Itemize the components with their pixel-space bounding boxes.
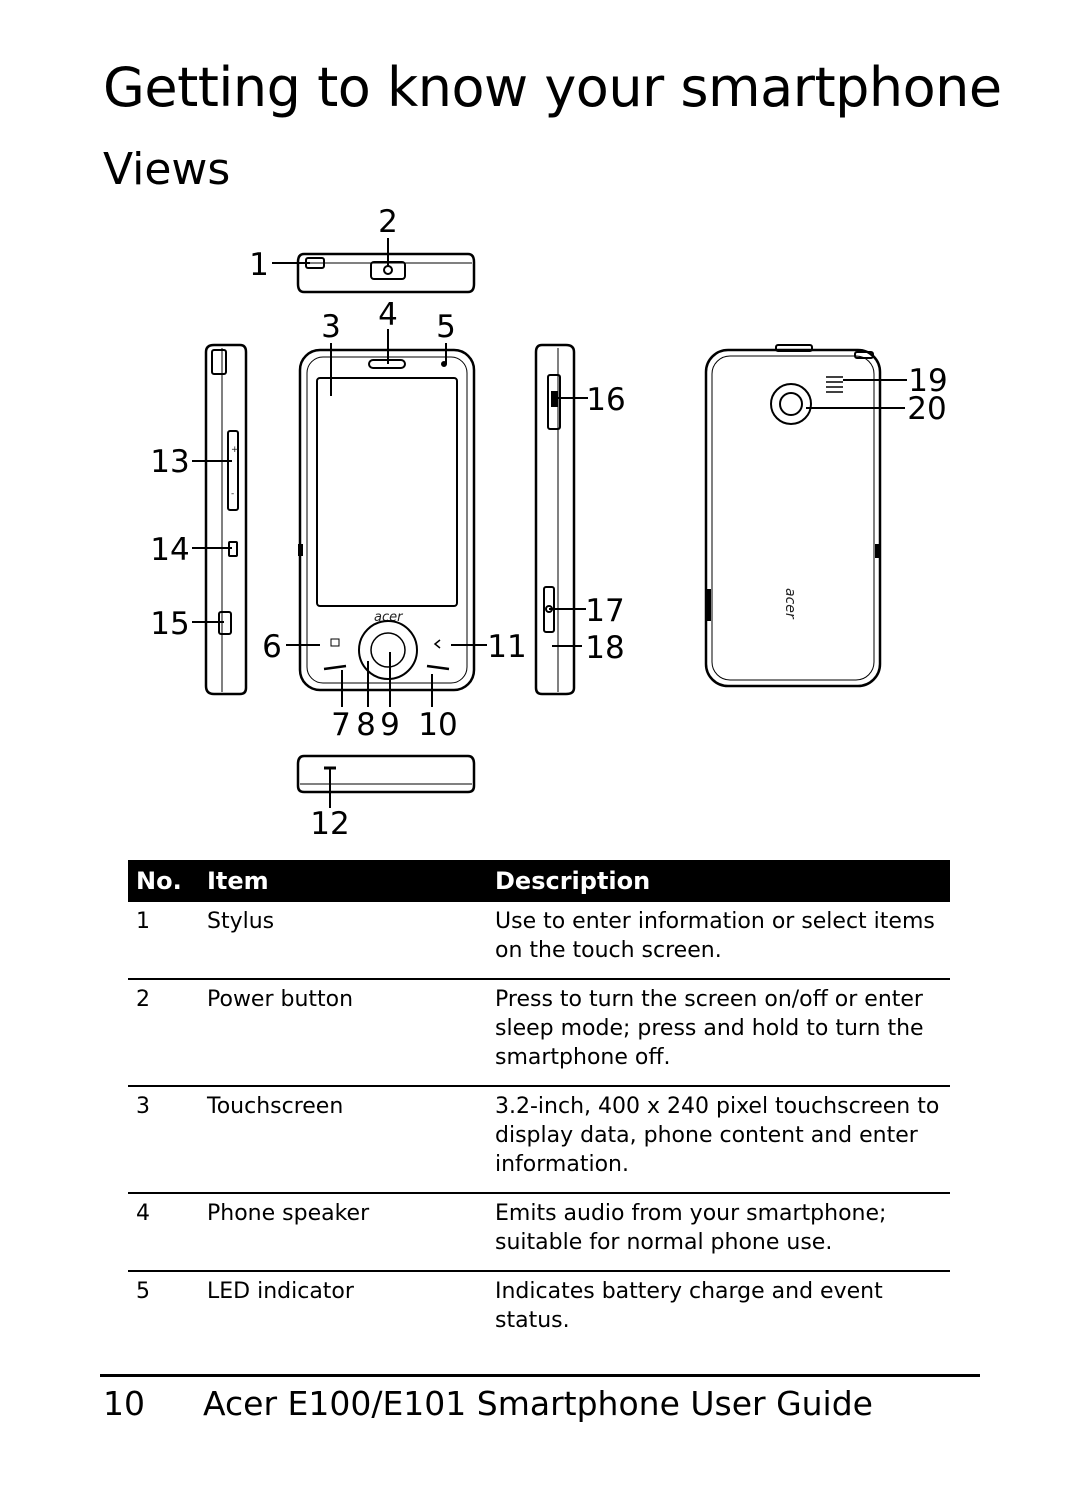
touchscreen [316,377,458,607]
callout-5: 5 [436,309,456,345]
row-description: Use to enter information or select items… [495,902,950,980]
header-no: No. [128,860,199,902]
navigation-ring [358,620,418,680]
callout-10: 10 [418,707,457,743]
callout-11: 11 [487,629,526,665]
callout-4: 4 [378,297,398,333]
table-row: 2 Power button Press to turn the screen … [128,979,950,1087]
callout-19: 19 [908,363,947,399]
phone-back-view: acer [704,344,882,688]
section-heading-views: Views [103,144,231,195]
callout-14: 14 [150,532,189,568]
page-title: Getting to know your smartphone [103,56,1002,119]
phone-left-side-view: + - [204,343,303,696]
phone-front-view: acer [298,348,476,692]
row-number: 1 [128,902,199,980]
callout-1: 1 [249,247,269,283]
acer-logo-back: acer [782,588,798,620]
camera-lens [770,383,812,425]
callout-13: 13 [150,444,189,480]
callout-8: 8 [356,707,376,743]
callout-12: 12 [310,806,349,842]
row-number: 2 [128,979,199,1087]
callout-2: 2 [378,204,398,240]
phone-bottom-view [296,754,476,794]
item-description-table: No. Item Description 1 Stylus Use to ent… [128,860,950,1348]
callout-leader-lines [192,238,907,808]
svg-text:-: - [231,489,234,499]
callout-9: 9 [380,707,400,743]
rear-speaker-grille [826,376,843,393]
table-row: 3 Touchscreen 3.2-inch, 400 x 240 pixel … [128,1086,950,1194]
row-number: 5 [136,1279,150,1304]
callout-7: 7 [331,707,351,743]
header-description: Description [495,860,950,902]
callout-18: 18 [585,630,624,666]
row-item: LED indicator [207,1279,354,1304]
header-item: Item [199,860,495,902]
footer-rule [100,1374,980,1377]
table-row: 4 Phone speaker Emits audio from your sm… [128,1193,950,1272]
row-description: 3.2-inch, 400 x 240 pixel touchscreen to… [495,1086,950,1194]
callout-6: 6 [262,629,282,665]
row-description: Emits audio from your smartphone; suitab… [495,1193,950,1272]
guide-title: Acer E100/E101 Smartphone User Guide [203,1384,873,1423]
table-row: 5 LED indicator Indicates battery charge… [128,1271,950,1348]
callout-17: 17 [585,593,624,629]
callout-16: 16 [586,382,625,418]
page-number: 10 [103,1384,145,1423]
phone-top-view [296,252,476,294]
row-item: Touchscreen [199,1086,495,1194]
callout-20: 20 [907,391,946,427]
callout-3: 3 [321,309,341,345]
row-number: 3 [128,1086,199,1194]
smartphone-views-figure: + - acer [0,200,1080,850]
svg-text:+: + [231,445,239,455]
table-header-row: No. Item Description [128,860,950,902]
row-item: Phone speaker [199,1193,495,1272]
row-description: Press to turn the screen on/off or enter… [495,979,950,1087]
callout-15: 15 [150,606,189,642]
row-item: Power button [199,979,495,1087]
table-row: 1 Stylus Use to enter information or sel… [128,902,950,980]
row-number: 4 [128,1193,199,1272]
page-footer: 10 Acer E100/E101 Smartphone User Guide [103,1384,873,1423]
row-item: Stylus [199,902,495,980]
row-description: Indicates battery charge and event statu… [495,1279,883,1333]
volume-rocker [227,430,239,511]
